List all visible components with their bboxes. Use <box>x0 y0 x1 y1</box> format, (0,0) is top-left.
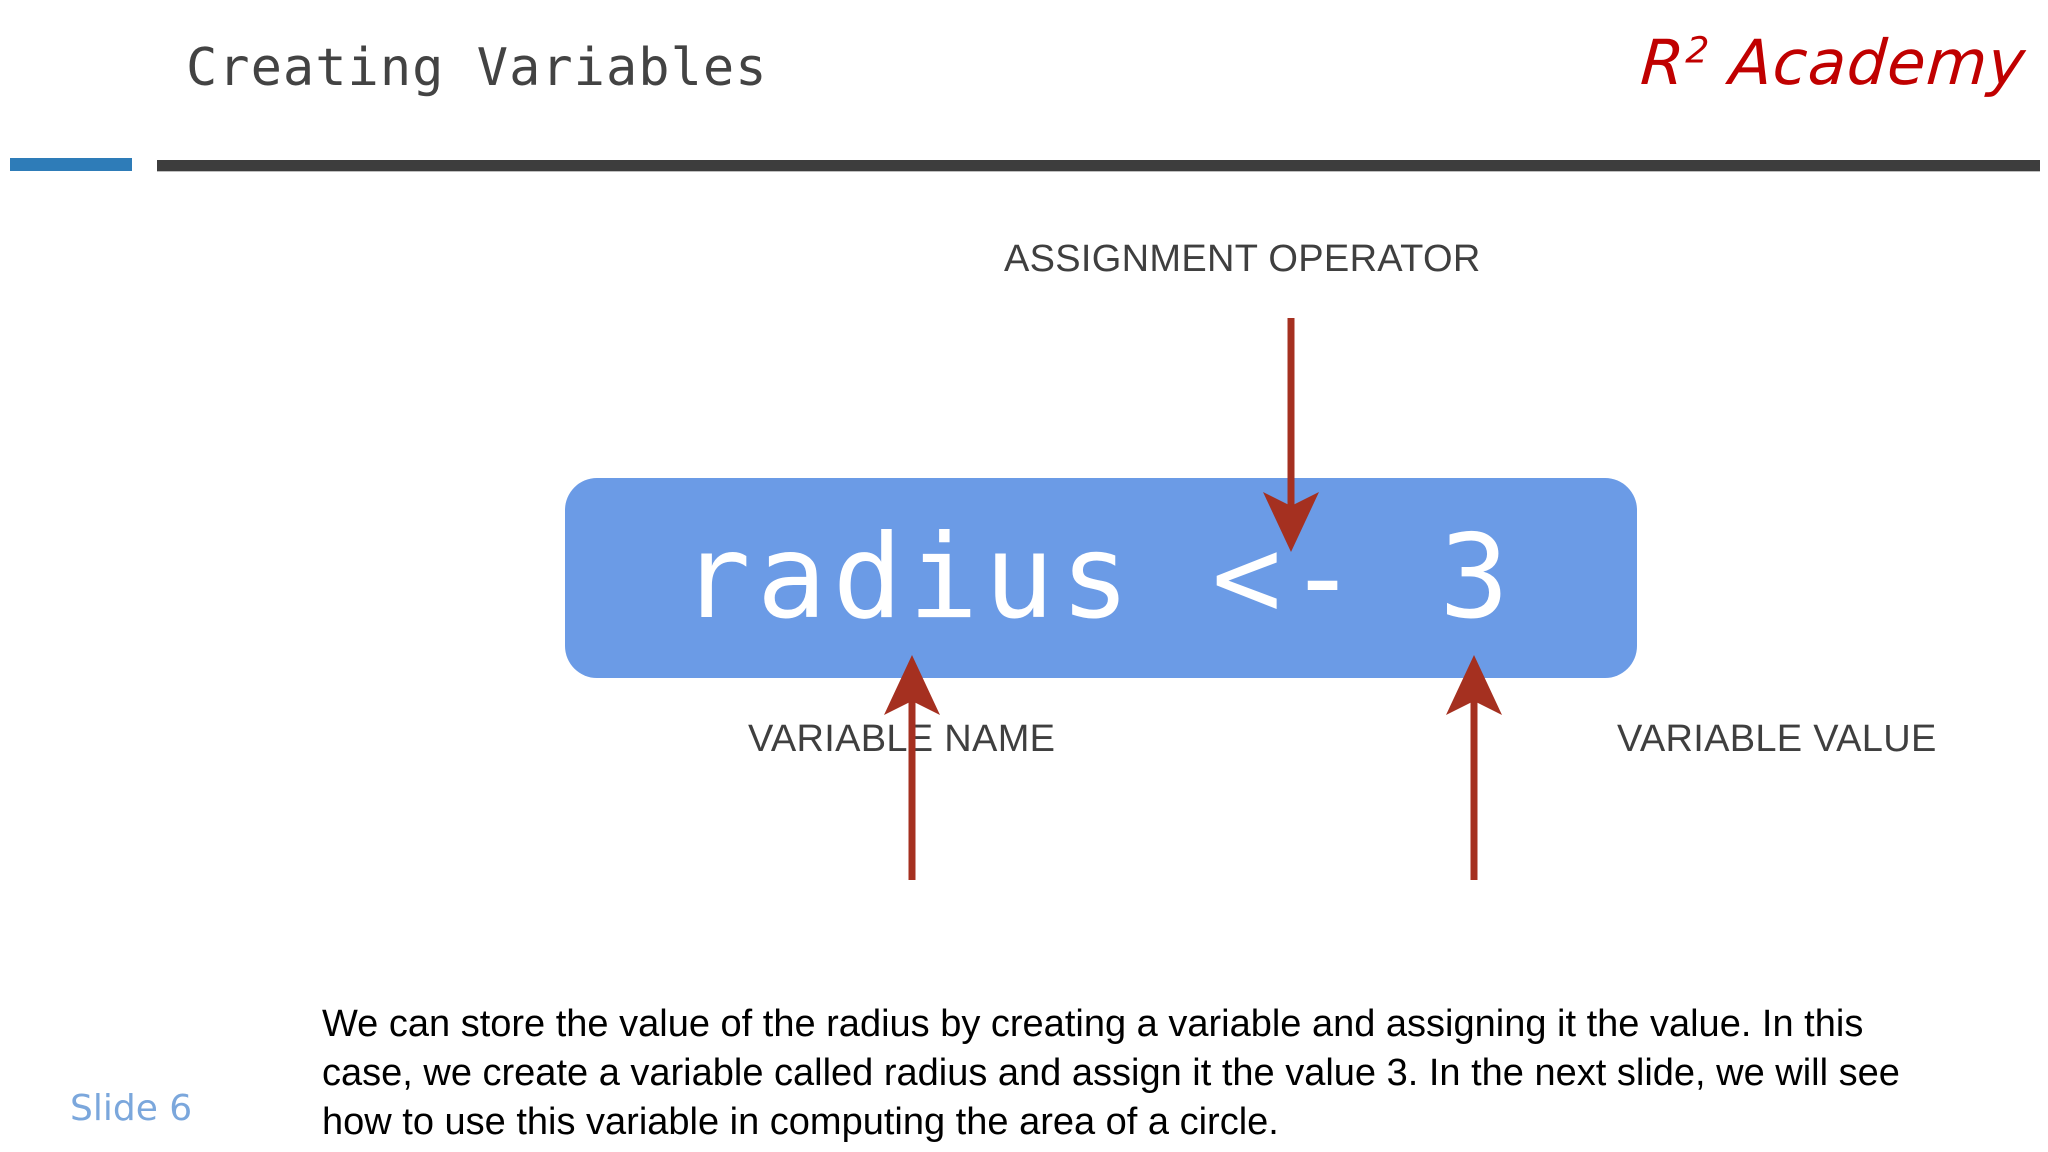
header-accent-bar <box>10 158 132 171</box>
callout-label-variable-name: VARIABLE NAME <box>748 718 1056 760</box>
code-block: radius <- 3 <box>565 478 1637 678</box>
code-statement: radius <- 3 <box>680 510 1516 645</box>
header-divider-rule <box>157 160 2040 171</box>
arrow-variable-name <box>884 655 940 880</box>
brand-logo-suffix: Academy <box>1706 26 2029 99</box>
page-title: Creating Variables <box>186 38 768 98</box>
body-paragraph: We can store the value of the radius by … <box>322 1003 1900 1143</box>
callout-label-assignment-operator: ASSIGNMENT OPERATOR <box>1004 238 1481 280</box>
arrow-variable-value <box>1446 655 1502 880</box>
callout-label-variable-value: VARIABLE VALUE <box>1617 718 1937 760</box>
brand-logo: R2 Academy <box>1639 26 2029 99</box>
brand-logo-superscript: 2 <box>1684 30 1712 72</box>
slide-number: Slide 6 <box>70 1088 193 1129</box>
brand-logo-letter: R <box>1638 26 1688 99</box>
